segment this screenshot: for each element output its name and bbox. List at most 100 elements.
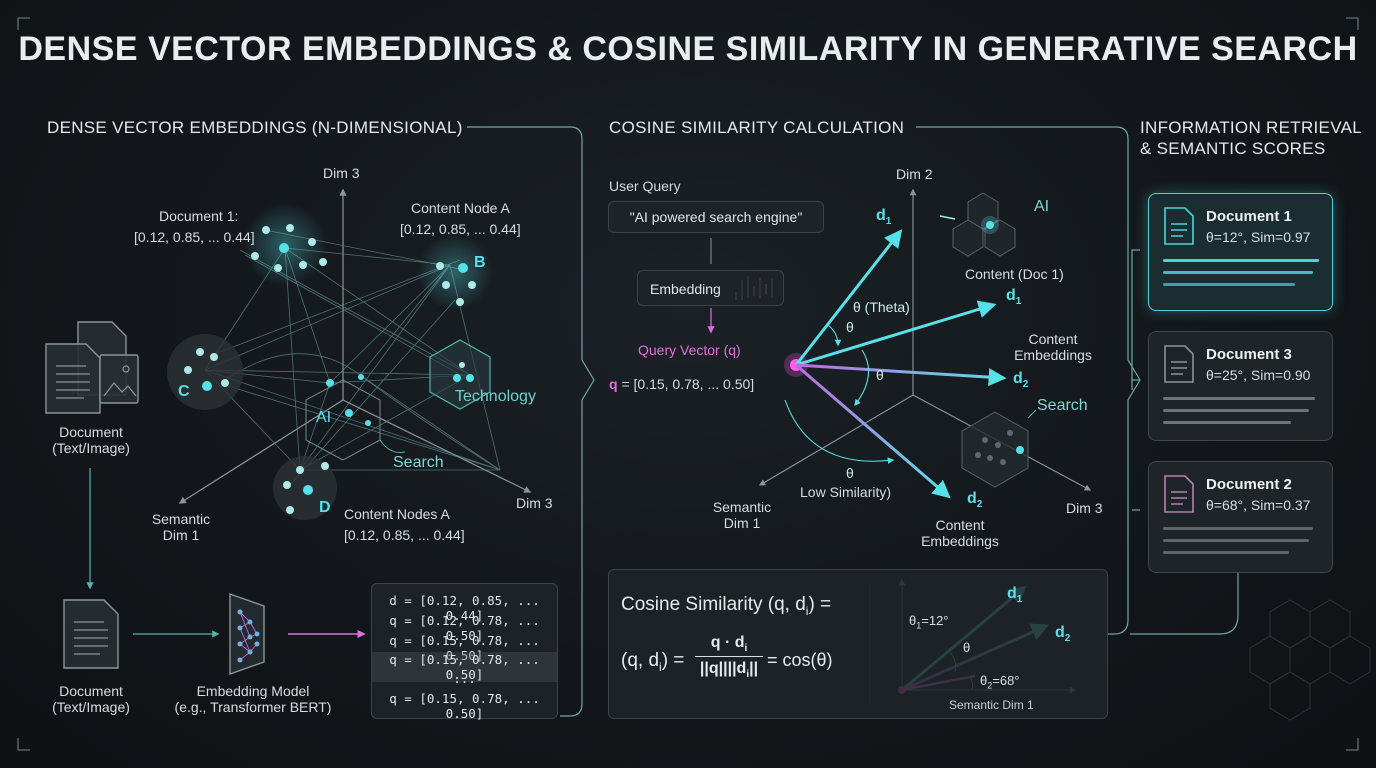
- tech-node: [466, 374, 474, 382]
- vector-line: q = [0.15, 0.78, ... 0.50]: [389, 633, 540, 663]
- mini-theta1-val: =12°: [921, 613, 949, 628]
- result-score: θ=25°, Sim=0.90: [1206, 367, 1311, 383]
- document-icon: [1164, 475, 1194, 513]
- query-vector-value: q = [0.15, 0.78, ... 0.50]: [609, 376, 754, 392]
- d1-sub: 1: [885, 216, 892, 228]
- formula-den-sub: i: [746, 669, 750, 681]
- vector-line: q = [0.12, 0.78, ... 0.50]: [389, 613, 540, 643]
- formula-num-text: q · d: [710, 634, 745, 651]
- content-node-a-label: Content Node A: [411, 200, 510, 216]
- ai-hexagon: [305, 379, 381, 461]
- formula-lhs: (q, di) =: [621, 650, 684, 674]
- embedding-model-label: Embedding Model (e.g., Transformer BERT): [158, 683, 348, 715]
- formula-line1: Cosine Similarity (q, di) =: [621, 594, 831, 618]
- result-bar: [1163, 421, 1291, 424]
- d1-text: d: [1006, 287, 1016, 304]
- d1-top-label: d1: [876, 207, 891, 227]
- vector-list-box: d = [0.12, 0.85, ... 0.44] q = [0.12, 0.…: [371, 583, 558, 721]
- content-embeddings-bottom-line1: Content: [935, 517, 985, 533]
- right-section-bracket: [1131, 249, 1140, 511]
- mini-axis-label: Semantic Dim 1: [949, 698, 1034, 712]
- score-connector: [1130, 572, 1239, 635]
- neural-network-icon: [229, 593, 265, 675]
- result-bar: [1163, 283, 1295, 286]
- result-card-document-1[interactable]: Document 1 θ=12°, Sim=0.97: [1148, 193, 1333, 311]
- document-icon: [1164, 207, 1194, 245]
- corner-bracket: [1346, 738, 1359, 751]
- mini-theta2-val: =68°: [992, 673, 1020, 688]
- middle-heading: COSINE SIMILARITY CALCULATION: [609, 118, 905, 137]
- mini-d2-label: d2: [1055, 624, 1070, 644]
- middle-semantic-line1: Semantic: [712, 499, 772, 515]
- result-card-document-2[interactable]: Document 2 θ=68°, Sim=0.37: [1148, 461, 1333, 573]
- middle-ai-label: AI: [1034, 198, 1050, 215]
- document-top-line1: Document: [59, 424, 123, 440]
- result-bar: [1163, 539, 1309, 542]
- mini-theta1-sym: θ: [909, 613, 917, 628]
- dim3-top-label: Dim 3: [323, 165, 360, 181]
- formula-denominator: ||q||||di||: [695, 660, 763, 680]
- theta-label-2: θ: [876, 367, 884, 383]
- mini-theta2: θ2=68°: [980, 673, 1020, 691]
- vector-line: ...: [453, 671, 476, 686]
- formula-line1-sub: i: [805, 603, 809, 618]
- doc1-vector: [0.12, 0.85, ... 0.44]: [134, 229, 255, 245]
- tech-node: [459, 362, 465, 368]
- d1-sub: 1: [1015, 296, 1022, 308]
- vector-line: q = [0.15, 0.78, ... 0.50]: [372, 652, 557, 682]
- dim2-label: Dim 2: [896, 166, 933, 182]
- vector-d1-right: [795, 300, 997, 367]
- content-embeddings-right-line2: Embeddings: [1014, 347, 1092, 363]
- result-bar: [1163, 397, 1315, 400]
- result-name: Document 3: [1206, 346, 1292, 363]
- mini-theta2-sub: 2: [987, 680, 993, 691]
- left-section-bracket: [467, 126, 595, 717]
- d2-sub: 2: [976, 499, 983, 511]
- vector-line: d = [0.12, 0.85, ... 0.44]: [389, 593, 540, 623]
- embedding-box: Embedding: [637, 270, 784, 306]
- cluster-d-nodes: [283, 462, 329, 514]
- user-query-box: "AI powered search engine": [608, 201, 824, 233]
- fraction-bar: [695, 656, 763, 657]
- semantic-dim1-label: Semantic Dim 1: [138, 511, 224, 543]
- document-image-icon: [45, 321, 139, 414]
- formula-rhs: = cos(θ): [767, 650, 833, 670]
- corner-bracket: [17, 17, 30, 30]
- formula-lhs-end: ) =: [661, 650, 685, 671]
- vector-d2-bottom: [795, 363, 951, 499]
- result-name: Document 1: [1206, 208, 1292, 225]
- cluster-c-bg: [167, 334, 243, 410]
- result-score: θ=68°, Sim=0.37: [1206, 497, 1311, 513]
- ai-hex-cluster-icon: [952, 192, 1016, 257]
- content-nodes-a-vector: [0.12, 0.85, ... 0.44]: [344, 527, 465, 543]
- semantic-dim1-line1: Semantic: [151, 511, 211, 527]
- result-bar: [1163, 271, 1313, 274]
- cluster-glow: [417, 234, 493, 310]
- document-icon-bottom: [63, 599, 119, 669]
- theta-label-3: θ: [846, 465, 854, 481]
- result-bar: [1163, 551, 1289, 554]
- formula-box: Cosine Similarity (q, di) = (q, di) = q …: [608, 569, 1108, 719]
- content-node-a-vector: [0.12, 0.85, ... 0.44]: [400, 221, 521, 237]
- content-embeddings-right: Content Embeddings: [1005, 331, 1101, 363]
- mini-d1-sub: 1: [1016, 594, 1023, 606]
- result-card-document-3[interactable]: Document 3 θ=25°, Sim=0.90: [1148, 331, 1333, 441]
- formula-lhs-sub: i: [659, 659, 662, 674]
- formula-den-end: ||: [749, 660, 759, 677]
- result-score: θ=12°, Sim=0.97: [1206, 229, 1311, 245]
- document-top-line2: (Text/Image): [52, 440, 130, 456]
- d2-sub: 2: [1022, 379, 1029, 391]
- doc1-nodes: [251, 224, 327, 272]
- tech-node: [453, 374, 461, 382]
- content-doc1-label: Content (Doc 1): [965, 266, 1064, 282]
- q-symbol: q: [609, 376, 618, 392]
- d2-text: d: [1013, 370, 1023, 387]
- document-icon: [1164, 345, 1194, 383]
- cluster-c-label: C: [178, 383, 190, 400]
- d2-right-label: d2: [1013, 370, 1028, 390]
- ai-label: AI: [316, 409, 332, 426]
- formula-lhs-text: (q, d: [621, 650, 660, 671]
- cluster-d-label: D: [319, 499, 331, 516]
- vector-line: q = [0.15, 0.78, ... 0.50]: [389, 691, 540, 721]
